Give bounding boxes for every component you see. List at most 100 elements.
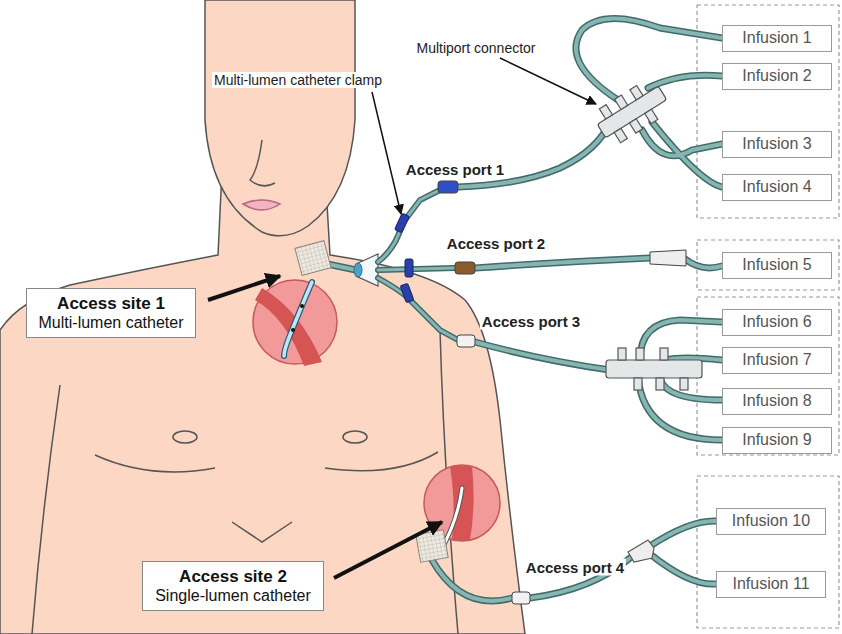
multiport-connector [628, 540, 654, 562]
pointer-arrow [208, 276, 280, 300]
body-figure [173, 431, 197, 443]
box-title: Infusion 1 [742, 29, 811, 47]
body-figure [0, 0, 525, 634]
port-connector [512, 592, 530, 604]
port-connector [457, 335, 475, 347]
tubing [638, 378, 722, 440]
infusion-box: Infusion 2 [722, 63, 832, 90]
insertion-site-detail [300, 304, 304, 308]
box-title: Infusion 7 [742, 351, 811, 369]
catheter-hub [378, 190, 440, 262]
port-connector [455, 262, 475, 274]
tubing [475, 258, 650, 268]
group-frame [697, 476, 839, 628]
multiport-connector [680, 378, 688, 390]
tubing [640, 320, 722, 360]
body-figure [243, 200, 280, 210]
insertion-site-detail [424, 465, 500, 541]
catheter-hub [378, 278, 458, 340]
multiport-connector [591, 76, 673, 148]
tubing [650, 521, 716, 546]
body-figure [205, 0, 355, 236]
tubing [318, 18, 722, 600]
group-frame [697, 5, 839, 628]
catheter-hub [378, 278, 458, 340]
tubing [642, 130, 722, 156]
tubing [685, 259, 722, 268]
catheter-hub [378, 268, 455, 270]
catheter-hub [378, 268, 455, 270]
infusion-box: Infusion 1 [722, 25, 832, 52]
catheter-hub [378, 190, 458, 340]
infusion-box: Infusion 6 [722, 309, 832, 336]
infusion-box: Infusion 8 [722, 388, 832, 415]
insertion-site-detail [284, 282, 312, 356]
insertion-site-detail [295, 241, 331, 276]
access-site-box: Access site 1Multi-lumen catheter [26, 288, 197, 338]
box-title: Infusion 3 [742, 135, 811, 153]
body-figure [325, 452, 438, 471]
pointer-arrow [334, 522, 442, 578]
tubing [650, 554, 716, 584]
multiport-connector [629, 119, 642, 133]
tubing [318, 18, 722, 600]
pointer-arrow [500, 58, 596, 104]
infusion-box: Infusion 9 [722, 427, 832, 454]
callout-label: Multi-lumen catheter clamp [212, 72, 384, 88]
tubing [475, 342, 610, 370]
box-title: Infusion 2 [742, 67, 811, 85]
multiport-connector [630, 86, 643, 100]
body-figure [32, 385, 60, 634]
catheter-hub [354, 263, 362, 277]
body-figure [250, 140, 275, 186]
insertion-site-detail [255, 288, 322, 366]
multiport-connector [636, 348, 644, 360]
multiport-connector [615, 95, 628, 109]
infusion-box: Infusion 10 [716, 508, 826, 535]
catheter-hub [378, 190, 440, 262]
tubing [660, 378, 722, 400]
tubing [640, 320, 722, 360]
infusion-box: Infusion 3 [722, 131, 832, 158]
port-connector [438, 181, 686, 604]
multiport-connector [618, 348, 626, 360]
catheter-clamp [395, 213, 414, 303]
box-title: Infusion 8 [742, 392, 811, 410]
port-label: Access port 4 [524, 559, 626, 576]
body-figure [343, 431, 367, 443]
multiport-connector [591, 76, 702, 562]
insertion-site-detail [291, 328, 295, 332]
box-title: Infusion 6 [742, 313, 811, 331]
tubing [652, 122, 722, 187]
box-title: Infusion 5 [742, 256, 811, 274]
port-label: Access port 2 [445, 235, 547, 252]
infusion-box: Infusion 5 [722, 252, 832, 279]
catheter-clamp [405, 259, 413, 277]
tubing [318, 18, 722, 600]
tubing [648, 75, 722, 88]
multiport-connector [614, 128, 627, 142]
catheter-clamp [395, 213, 410, 233]
tubing [475, 342, 610, 370]
insertion-site-detail [253, 241, 500, 563]
callout-label: Multiport connector [414, 40, 537, 56]
body-figure [95, 455, 215, 472]
infusion-box: Infusion 7 [722, 347, 832, 374]
tubing [432, 560, 512, 601]
box-subtitle: Single-lumen catheter [155, 587, 311, 605]
tubing [650, 521, 716, 546]
tubing [576, 18, 722, 100]
box-title: Access site 1 [39, 294, 184, 314]
tubing [648, 75, 722, 88]
infusion-box: Infusion 11 [716, 571, 826, 598]
port-connector [650, 250, 686, 266]
tubing [660, 378, 722, 400]
multiport-connector [660, 348, 668, 360]
port-label: Access port 3 [480, 313, 582, 330]
box-title: Infusion 10 [732, 512, 810, 530]
tubing [432, 560, 512, 601]
pointer-arrow [372, 92, 401, 214]
tubing [650, 554, 716, 584]
box-subtitle: Multi-lumen catheter [39, 314, 184, 332]
infusion-box: Infusion 4 [722, 174, 832, 201]
